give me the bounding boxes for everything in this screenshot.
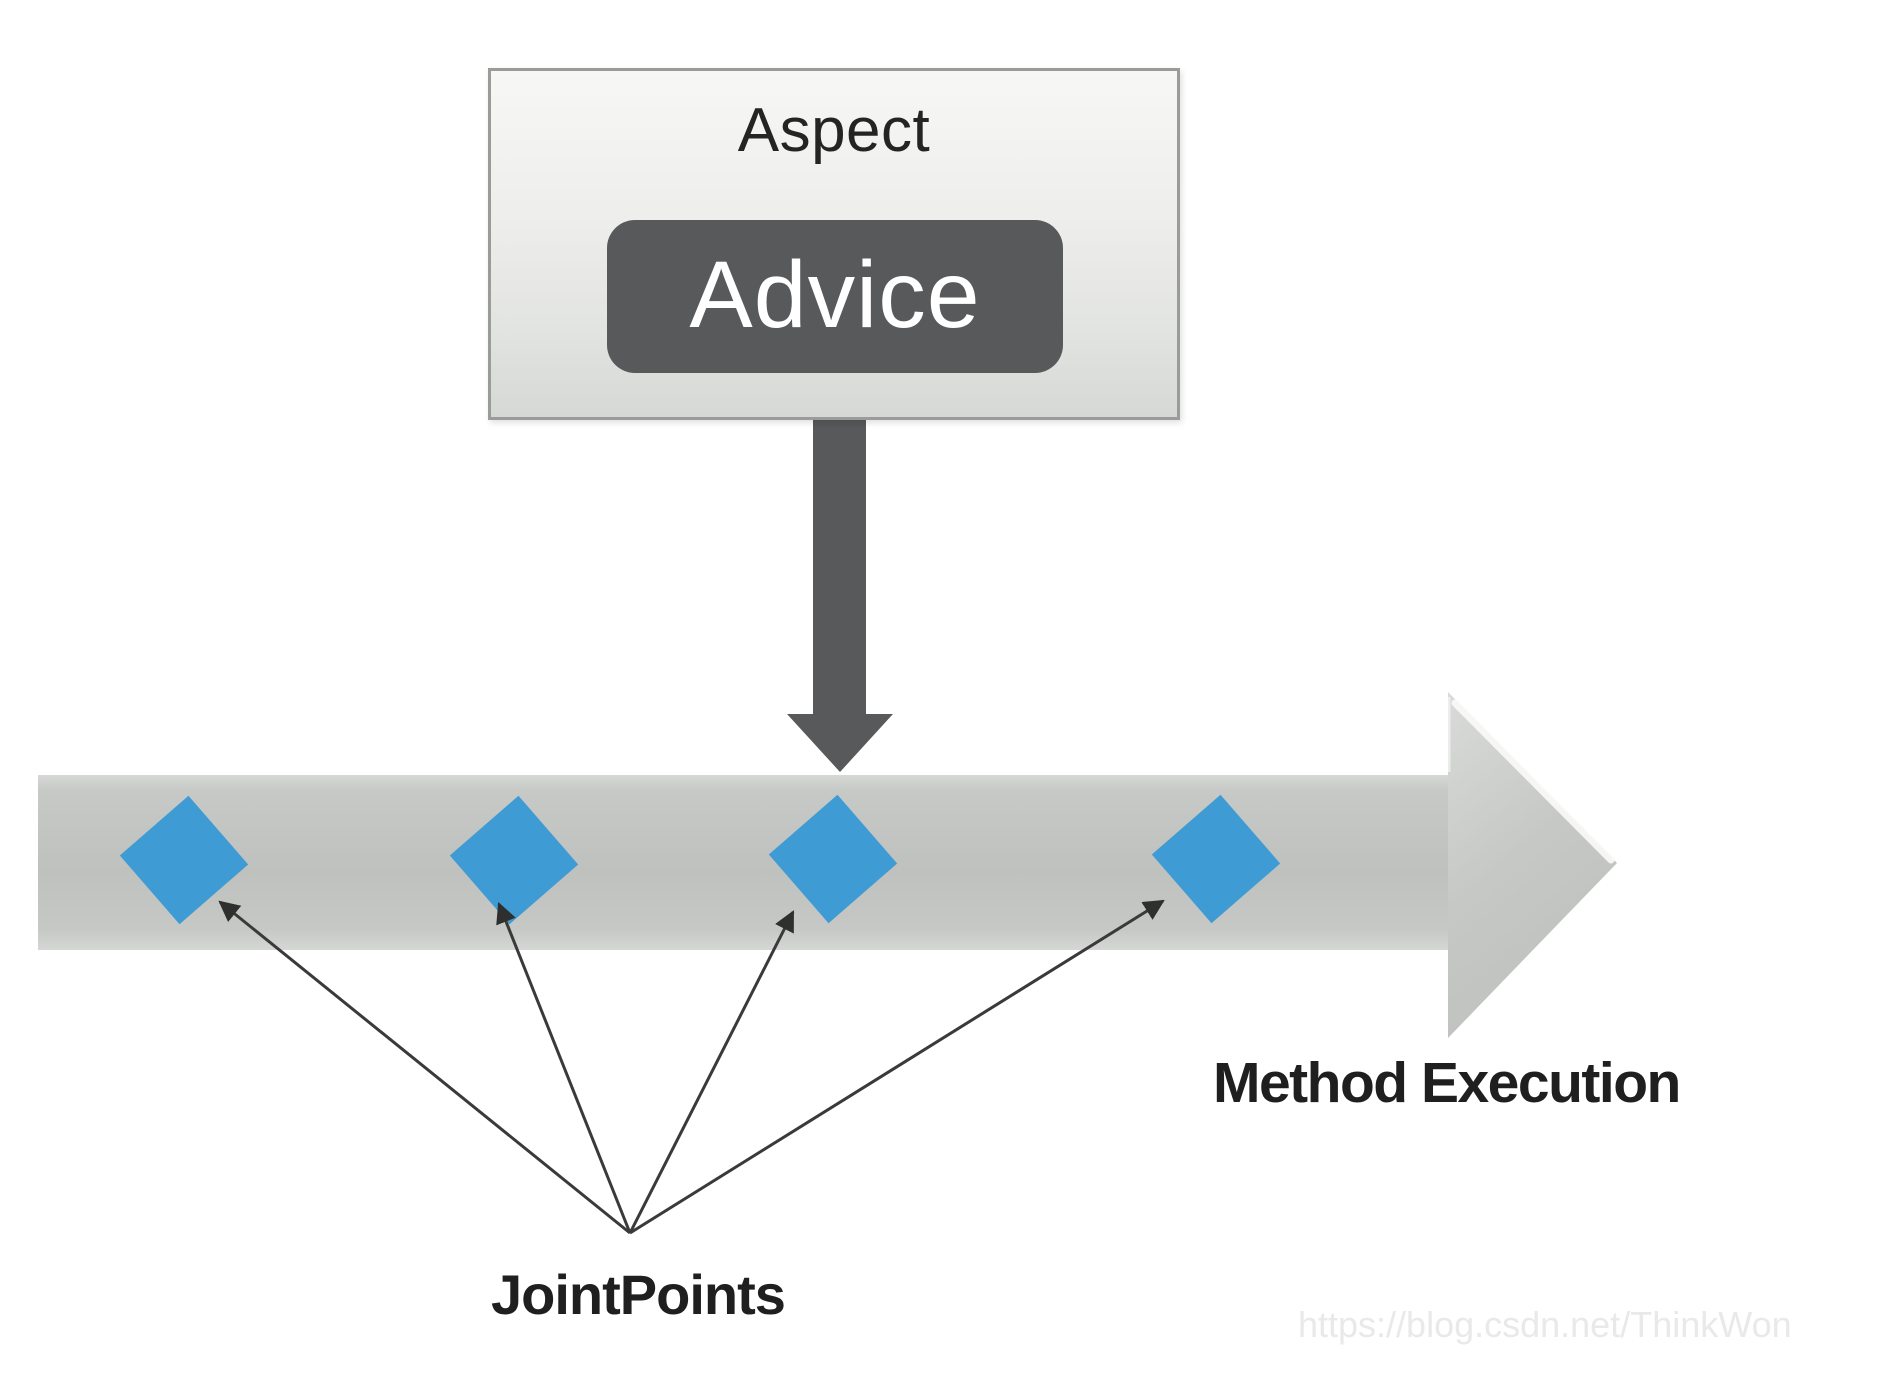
jointpoints-label: JointPoints xyxy=(491,1263,786,1326)
jointpoint-diamond-1 xyxy=(119,795,249,925)
advice-down-arrow-icon xyxy=(787,416,893,772)
jointpoint-pointer-line-1 xyxy=(218,900,631,1235)
jointpoint-pointer-arrows xyxy=(218,899,1165,1235)
jointpoint-pointer-line-4 xyxy=(629,899,1165,1235)
advice-label: Advice xyxy=(689,242,981,348)
jointpoint-diamond-3 xyxy=(768,794,898,924)
jointpoint-pointer-line-2 xyxy=(496,902,632,1234)
method-execution-label: Method Execution xyxy=(1213,1051,1681,1115)
jointpoint-pointer-line-3 xyxy=(628,910,795,1234)
watermark: https://blog.csdn.net/ThinkWon xyxy=(1298,1304,1792,1345)
arrowhead-bevel-highlight xyxy=(1451,699,1615,864)
right-arrowhead-icon xyxy=(1448,692,1617,1038)
jointpoint-diamond-2 xyxy=(449,795,579,925)
jointpoint-diamonds xyxy=(119,794,1281,925)
advice-box: Advice xyxy=(607,220,1063,373)
aspect-label: Aspect xyxy=(737,96,931,165)
jointpoint-diamond-4 xyxy=(1151,794,1281,924)
